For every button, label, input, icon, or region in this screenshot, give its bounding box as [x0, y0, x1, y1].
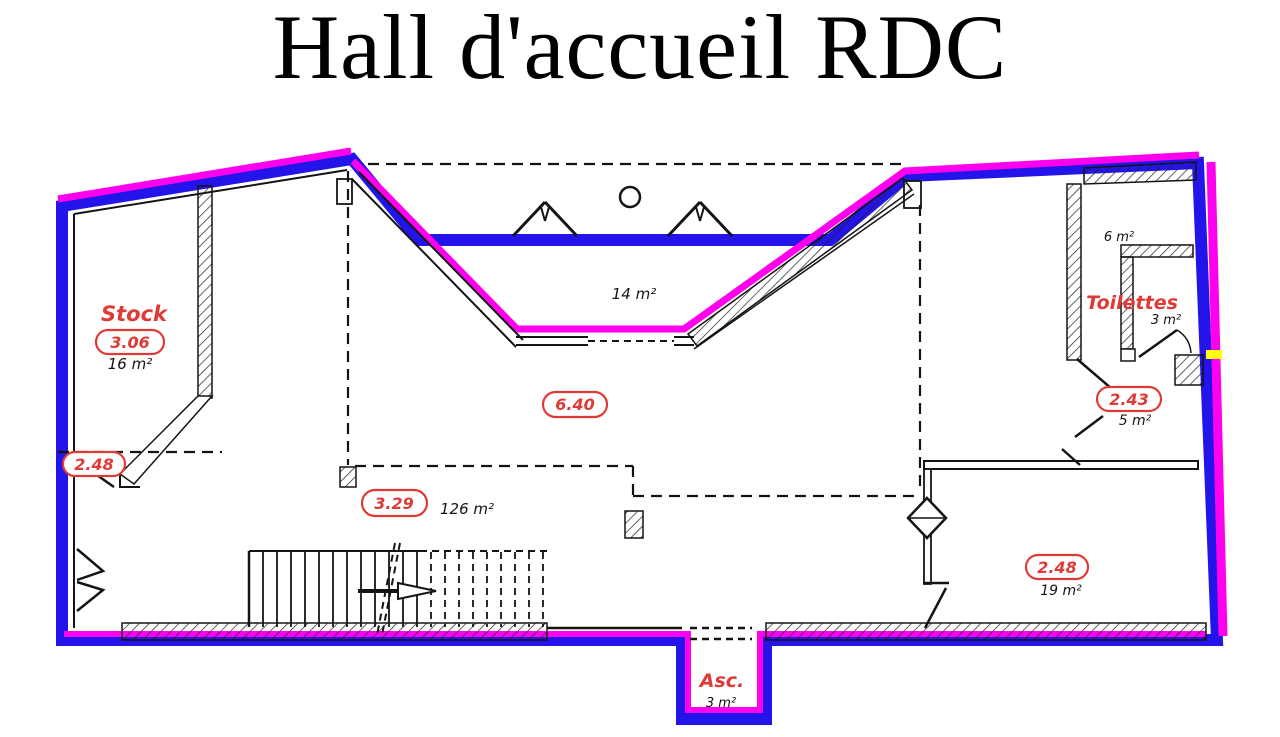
stock-height-oval	[94, 328, 166, 356]
left-door-height: 2.48	[74, 455, 113, 474]
left-door-height-oval	[61, 450, 127, 478]
interior-walls	[73, 161, 1207, 641]
stock-height: 3.06	[110, 333, 149, 352]
column-circle	[618, 185, 642, 209]
front-height: 6.40	[555, 395, 594, 414]
toilettes-door-leaf	[1076, 358, 1113, 390]
toilettes-corner-block	[1174, 354, 1204, 386]
right-room-top-door-leaf	[1061, 448, 1081, 466]
stock-diagonal-wall	[118, 395, 214, 486]
right-room-top-wall	[923, 460, 1199, 470]
elevator-area: 3 m²	[706, 696, 736, 711]
stock-name: Stock	[101, 302, 169, 326]
post-interior-center	[624, 510, 644, 539]
right-room-height-oval	[1024, 553, 1090, 581]
hall-area: 126 m²	[440, 500, 494, 518]
right-room-height: 2.48	[1037, 558, 1076, 577]
perimeter-blue-outline	[56, 152, 1224, 725]
bottom-wall-left	[121, 622, 548, 641]
toilettes-height: 2.43	[1109, 390, 1148, 409]
toilettes-area: 5 m²	[1119, 413, 1152, 429]
post-interior-left	[339, 466, 357, 488]
wc-area: 3 m²	[1151, 313, 1181, 328]
right-room-door-leaf	[923, 587, 948, 629]
left-wall-door	[76, 548, 106, 612]
yellow-marker	[1206, 350, 1222, 359]
double-door-left	[511, 200, 579, 238]
stairs-break-line	[381, 542, 401, 636]
front-height-oval	[541, 390, 609, 419]
toilettes-left-wall	[1066, 183, 1082, 361]
toilettes-height-oval	[1095, 385, 1163, 413]
hall-height-oval	[360, 488, 429, 518]
page-title: Hall d'accueil RDC	[272, 0, 1008, 98]
entrance-doors	[76, 185, 734, 612]
room-labels: Stock 3.06 16 m² 2.48 14 m² 6.40 3.29 12…	[61, 230, 1181, 711]
wc-door-leaf	[1138, 328, 1178, 359]
stock-right-wall	[197, 185, 213, 399]
double-door-right	[666, 200, 734, 238]
porch-area: 14 m²	[612, 285, 656, 303]
hall-height: 3.29	[374, 494, 413, 513]
right-room-area: 19 m²	[1040, 583, 1082, 599]
wc-top-wall	[1120, 244, 1194, 258]
facade-right-wall	[686, 176, 914, 348]
stairs-treads-dashed	[430, 552, 544, 627]
stock-area: 16 m²	[108, 355, 152, 373]
stairs	[247, 542, 547, 636]
toilettes-top-wall	[1083, 161, 1197, 185]
elevator-name: Asc.	[698, 670, 745, 692]
vestibule-door-leaf	[1074, 415, 1104, 438]
toilettes-name: Toilettes	[1086, 292, 1178, 314]
toilettes-upper-area: 6 m²	[1104, 230, 1134, 245]
post-top-left	[336, 178, 353, 205]
stairs-direction-arrow	[358, 581, 437, 601]
bottom-wall-right	[765, 622, 1207, 641]
